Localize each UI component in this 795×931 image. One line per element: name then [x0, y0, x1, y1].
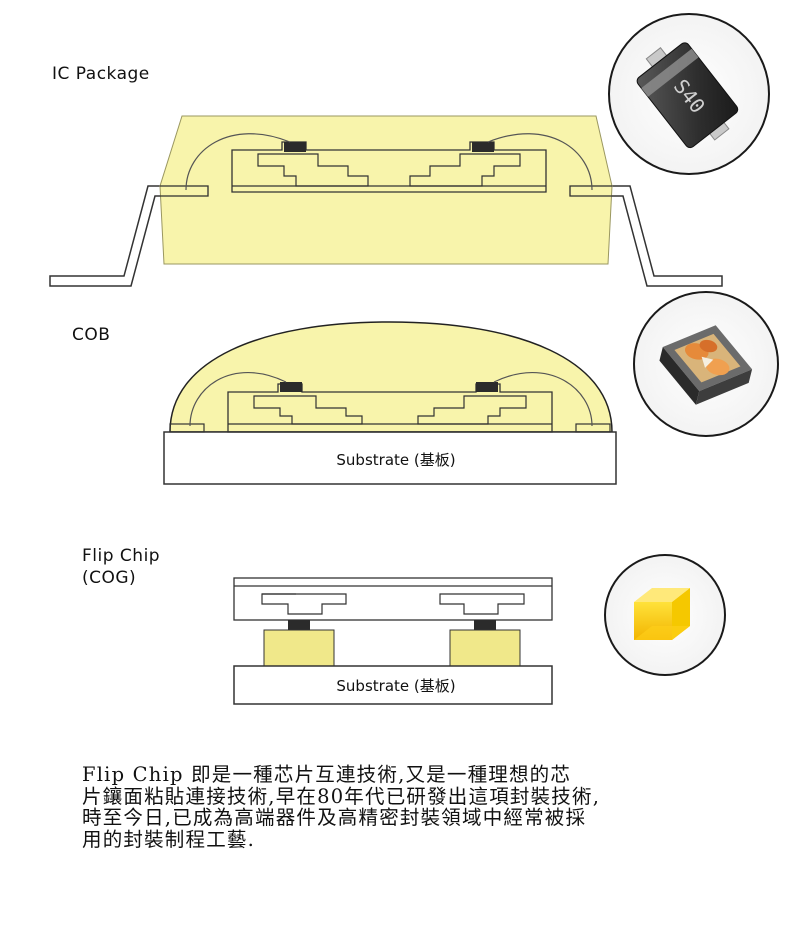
cob-bond-pad-right: [476, 382, 498, 392]
flip-chip-photo: [604, 554, 726, 676]
description-line-4: 用的封裝制程工藝.: [82, 827, 255, 851]
ic-bond-pad-left: [284, 142, 306, 152]
flip-circuit-left: [261, 593, 347, 615]
ic-package-diagram: [49, 115, 723, 287]
cob-circuit-left: [253, 395, 363, 425]
flip-bump-left: [263, 629, 335, 667]
flip-pad-left: [288, 620, 310, 630]
flip-bump-right: [449, 629, 521, 667]
description-line-3: 時至今日,已成為高端器件及高精密封裝領域中經常被採: [82, 806, 587, 829]
cob-edge-pad-left: [169, 423, 205, 433]
cob-bond-wire-right: [493, 372, 593, 427]
ic-die: [231, 141, 547, 193]
flip-substrate: [233, 665, 553, 705]
cob-edge-pad-right: [575, 423, 611, 433]
flip-chip-diagram: Substrate (基板): [233, 577, 553, 705]
cob-photo: [633, 291, 779, 437]
cob-bond-wire-left: [189, 372, 287, 427]
ic-package-title: IC Package: [52, 64, 150, 84]
ic-leadframe-left: [160, 185, 209, 197]
ic-bond-wire-left: [185, 133, 291, 191]
cob-bond-pad-left: [280, 382, 302, 392]
flip-circuit-right: [439, 593, 525, 615]
cob-title: COB: [72, 325, 111, 345]
cob-substrate-label: Substrate (基板): [336, 451, 455, 469]
cob-dome: [169, 321, 613, 433]
ic-bond-pad-right: [472, 142, 494, 152]
cob-circuit-right: [417, 395, 527, 425]
ic-circuit-left: [257, 153, 369, 187]
flip-chip-die: [233, 577, 553, 621]
flip-pad-right: [474, 620, 496, 630]
flip-substrate-label: Substrate (基板): [336, 677, 455, 695]
ic-mold-body: [159, 115, 613, 265]
flip-chip-description: Flip Chip 即是一種芯片互連技術,又是一種理想的芯 片鑲面粘貼連接技術,…: [82, 764, 742, 850]
flip-chip-title: Flip Chip: [82, 546, 161, 566]
ic-bond-wire-right: [487, 133, 593, 191]
ic-circuit-right: [409, 153, 521, 187]
ic-package-photo: S40: [608, 13, 770, 175]
description-line-2: 片鑲面粘貼連接技術,早在80年代已研發出這項封裝技術,: [82, 784, 601, 808]
description-line-1: Flip Chip 即是一種芯片互連技術,又是一種理想的芯: [82, 763, 572, 786]
ic-leadframe-right: [569, 185, 612, 197]
flip-chip-subtitle: (COG): [82, 568, 137, 588]
cob-diagram: Substrate (基板): [163, 321, 617, 485]
